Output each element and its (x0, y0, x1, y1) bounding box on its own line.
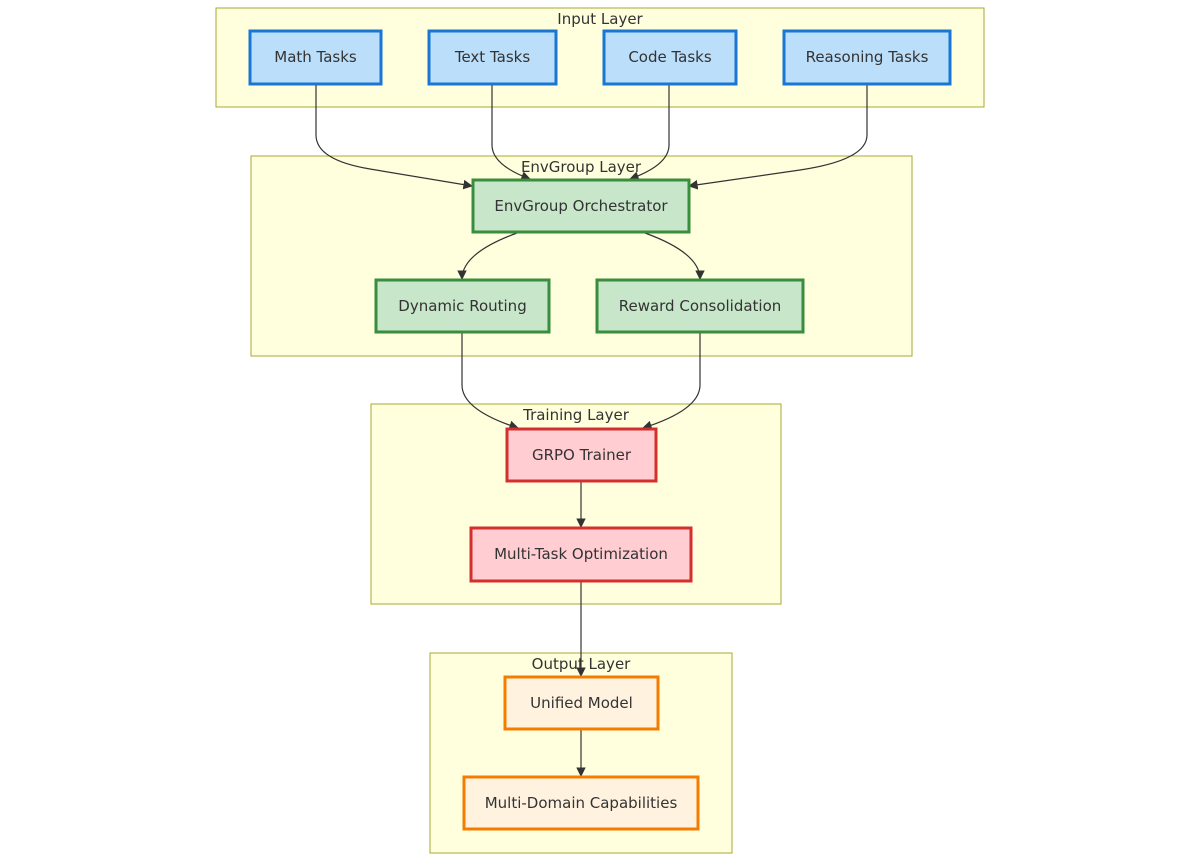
node-code-tasks-label: Code Tasks (628, 48, 712, 66)
node-reward-consolidation-box (595, 278, 805, 334)
node-grpo-trainer-box (505, 427, 658, 483)
node-multi-task-optimization-label: Multi-Task Optimization (494, 545, 668, 563)
edge-routing-to-grpo (461, 332, 519, 430)
node-reasoning-tasks-box (782, 29, 952, 86)
node-code-tasks-box (602, 29, 738, 86)
node-reasoning-tasks-label: Reasoning Tasks (806, 48, 929, 66)
node-code-tasks[interactable]: Code Tasks (602, 29, 738, 86)
node-math-tasks-box (248, 29, 383, 86)
node-envgroup-orchestrator-label: EnvGroup Orchestrator (494, 197, 668, 215)
node-envgroup-orchestrator[interactable]: EnvGroup Orchestrator (471, 178, 691, 234)
node-multi-domain-capabilities-box (462, 775, 700, 831)
node-math-tasks[interactable]: Math Tasks (248, 29, 383, 86)
edge-orchestrator-to-reward (644, 232, 705, 280)
node-dynamic-routing-box (374, 278, 551, 334)
node-text-tasks[interactable]: Text Tasks (427, 29, 558, 86)
edge-code-to-orchestrator (629, 84, 670, 181)
node-text-tasks-box (427, 29, 558, 86)
training-layer-title: Training Layer (522, 406, 630, 424)
edge-math-to-orchestrator (315, 84, 473, 190)
node-math-tasks-label: Math Tasks (274, 48, 357, 66)
node-multi-task-optimization[interactable]: Multi-Task Optimization (469, 526, 693, 583)
edge-orchestrator-to-routing (457, 232, 518, 280)
node-reasoning-tasks[interactable]: Reasoning Tasks (782, 29, 952, 86)
node-unified-model-box (503, 675, 660, 731)
edge-text-to-orchestrator (491, 84, 531, 181)
node-multi-domain-capabilities[interactable]: Multi-Domain Capabilities (462, 775, 700, 831)
node-envgroup-orchestrator-box (471, 178, 691, 234)
node-multi-domain-capabilities-label: Multi-Domain Capabilities (485, 794, 678, 812)
node-unified-model[interactable]: Unified Model (503, 675, 660, 731)
input-layer-title: Input Layer (557, 10, 643, 28)
node-dynamic-routing-label: Dynamic Routing (398, 297, 526, 315)
node-reward-consolidation-label: Reward Consolidation (619, 297, 782, 315)
node-multi-task-optimization-box (469, 526, 693, 583)
node-text-tasks-label: Text Tasks (454, 48, 530, 66)
node-grpo-trainer-label: GRPO Trainer (532, 446, 632, 464)
node-reward-consolidation[interactable]: Reward Consolidation (595, 278, 805, 334)
edge-reward-to-grpo (642, 332, 701, 430)
edge-reasoning-to-orchestrator (688, 84, 868, 190)
node-grpo-trainer[interactable]: GRPO Trainer (505, 427, 658, 483)
node-unified-model-label: Unified Model (530, 694, 633, 712)
edges (315, 84, 868, 777)
node-dynamic-routing[interactable]: Dynamic Routing (374, 278, 551, 334)
envgroup-layer-title: EnvGroup Layer (521, 158, 642, 176)
